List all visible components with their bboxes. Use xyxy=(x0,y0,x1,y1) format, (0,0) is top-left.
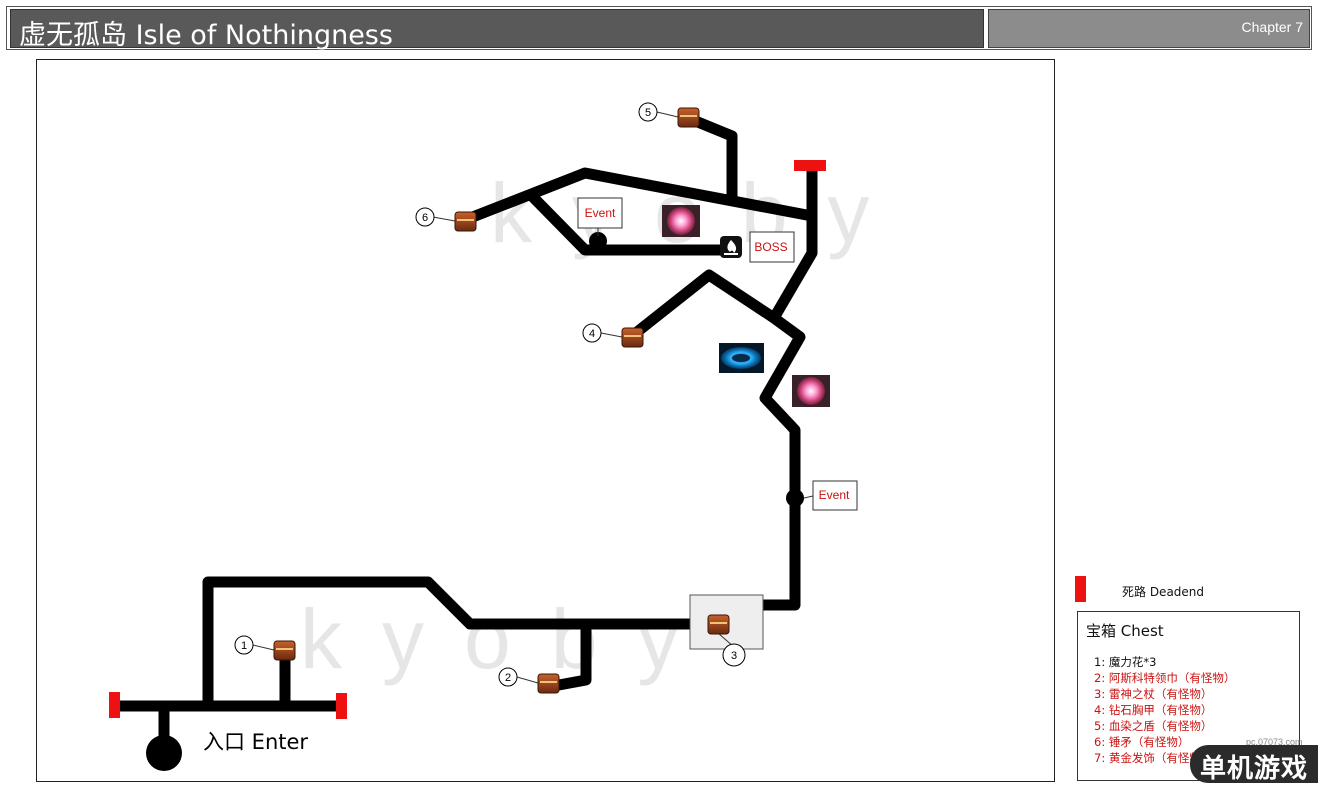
boss-flame-icon xyxy=(720,236,742,258)
legend-item: 6: 锤矛（有怪物） xyxy=(1094,735,1190,749)
event-label-box-upper: Event xyxy=(577,197,623,236)
map-frame xyxy=(36,59,1055,782)
chest-leader-lines xyxy=(252,111,735,684)
chest-number-4: 4 xyxy=(589,328,595,340)
chest-icon-6 xyxy=(454,211,477,232)
chest-icon-3 xyxy=(707,614,730,635)
deadend-legend-label: 死路 Deadend xyxy=(1122,585,1205,599)
path-main-lower xyxy=(202,576,710,706)
chest-legend-list: 1: 魔力花*3 2: 阿斯科特领巾（有怪物） 3: 雷神之杖（有怪物） 4: … xyxy=(1094,654,1235,766)
legend-item: 1: 魔力花*3 xyxy=(1094,655,1157,669)
chest-legend-title: 宝箱 Chest xyxy=(1086,622,1164,640)
path-network xyxy=(115,112,818,745)
event-label-lower: Event xyxy=(819,488,850,502)
chest-legend: 宝箱 Chest 1: 魔力花*3 2: 阿斯科特领巾（有怪物） 3: 雷神之杖… xyxy=(1077,611,1300,781)
chest-number-2: 2 xyxy=(505,672,511,684)
deadend-right xyxy=(336,693,347,719)
path-main-vertical xyxy=(759,168,818,611)
portal-icon xyxy=(719,343,764,373)
event-label-upper: Event xyxy=(585,206,616,220)
entrance-node xyxy=(146,735,182,771)
boss-label-box: BOSS xyxy=(749,231,795,263)
chest-icon-4 xyxy=(621,327,644,348)
legend-item: 3: 雷神之杖（有怪物） xyxy=(1094,687,1213,701)
legend-item: 2: 阿斯科特领巾（有怪物） xyxy=(1094,671,1236,685)
path-chest2-branch xyxy=(547,624,592,693)
chapter-label: Chapter 7 xyxy=(1241,19,1303,35)
boss-label: BOSS xyxy=(754,240,787,254)
legend-item: 5: 血染之盾（有怪物） xyxy=(1094,719,1213,733)
chest-icon-2 xyxy=(537,673,560,694)
page-title: 虚无孤岛 Isle of Nothingness xyxy=(19,20,393,51)
deadend-top xyxy=(794,160,826,171)
site-watermark-logo: 单机游戏 xyxy=(1190,745,1318,784)
chest-icon-5 xyxy=(677,107,700,128)
site-watermark-name: 单机游戏 xyxy=(1200,754,1309,784)
path-upper-inner xyxy=(526,190,728,256)
legend-item: 7: 黄金发饰（有怪物） xyxy=(1094,751,1213,765)
orb-icon-lower xyxy=(792,375,830,407)
path-chest5-branch xyxy=(685,112,738,205)
entrance-label: 入口 Enter xyxy=(203,730,308,754)
chest-number-6: 6 xyxy=(422,212,428,224)
watermark-text-bottom: kyoby xyxy=(300,592,719,686)
chest-icon-1 xyxy=(273,640,296,661)
event-node-upper xyxy=(589,232,607,250)
orb-icon-upper xyxy=(662,205,700,237)
chest-number-circles xyxy=(234,102,746,687)
chest-number-1: 1 xyxy=(241,640,247,652)
event-label-box-lower: Event xyxy=(803,480,858,511)
chest-number-3: 3 xyxy=(731,650,737,662)
legend-item: 4: 钻石胸甲（有怪物） xyxy=(1094,703,1213,717)
site-watermark-url: pc.07073.com xyxy=(1246,737,1303,747)
deadend-legend-swatch xyxy=(1075,576,1086,602)
chest-number-5: 5 xyxy=(645,107,651,119)
deadend-left xyxy=(109,692,120,718)
title-bar: 虚无孤岛 Isle of Nothingness xyxy=(10,9,984,51)
chapter-bar: Chapter 7 xyxy=(988,9,1310,48)
path-chest4-branch xyxy=(628,269,778,341)
event-node-lower xyxy=(786,489,804,507)
